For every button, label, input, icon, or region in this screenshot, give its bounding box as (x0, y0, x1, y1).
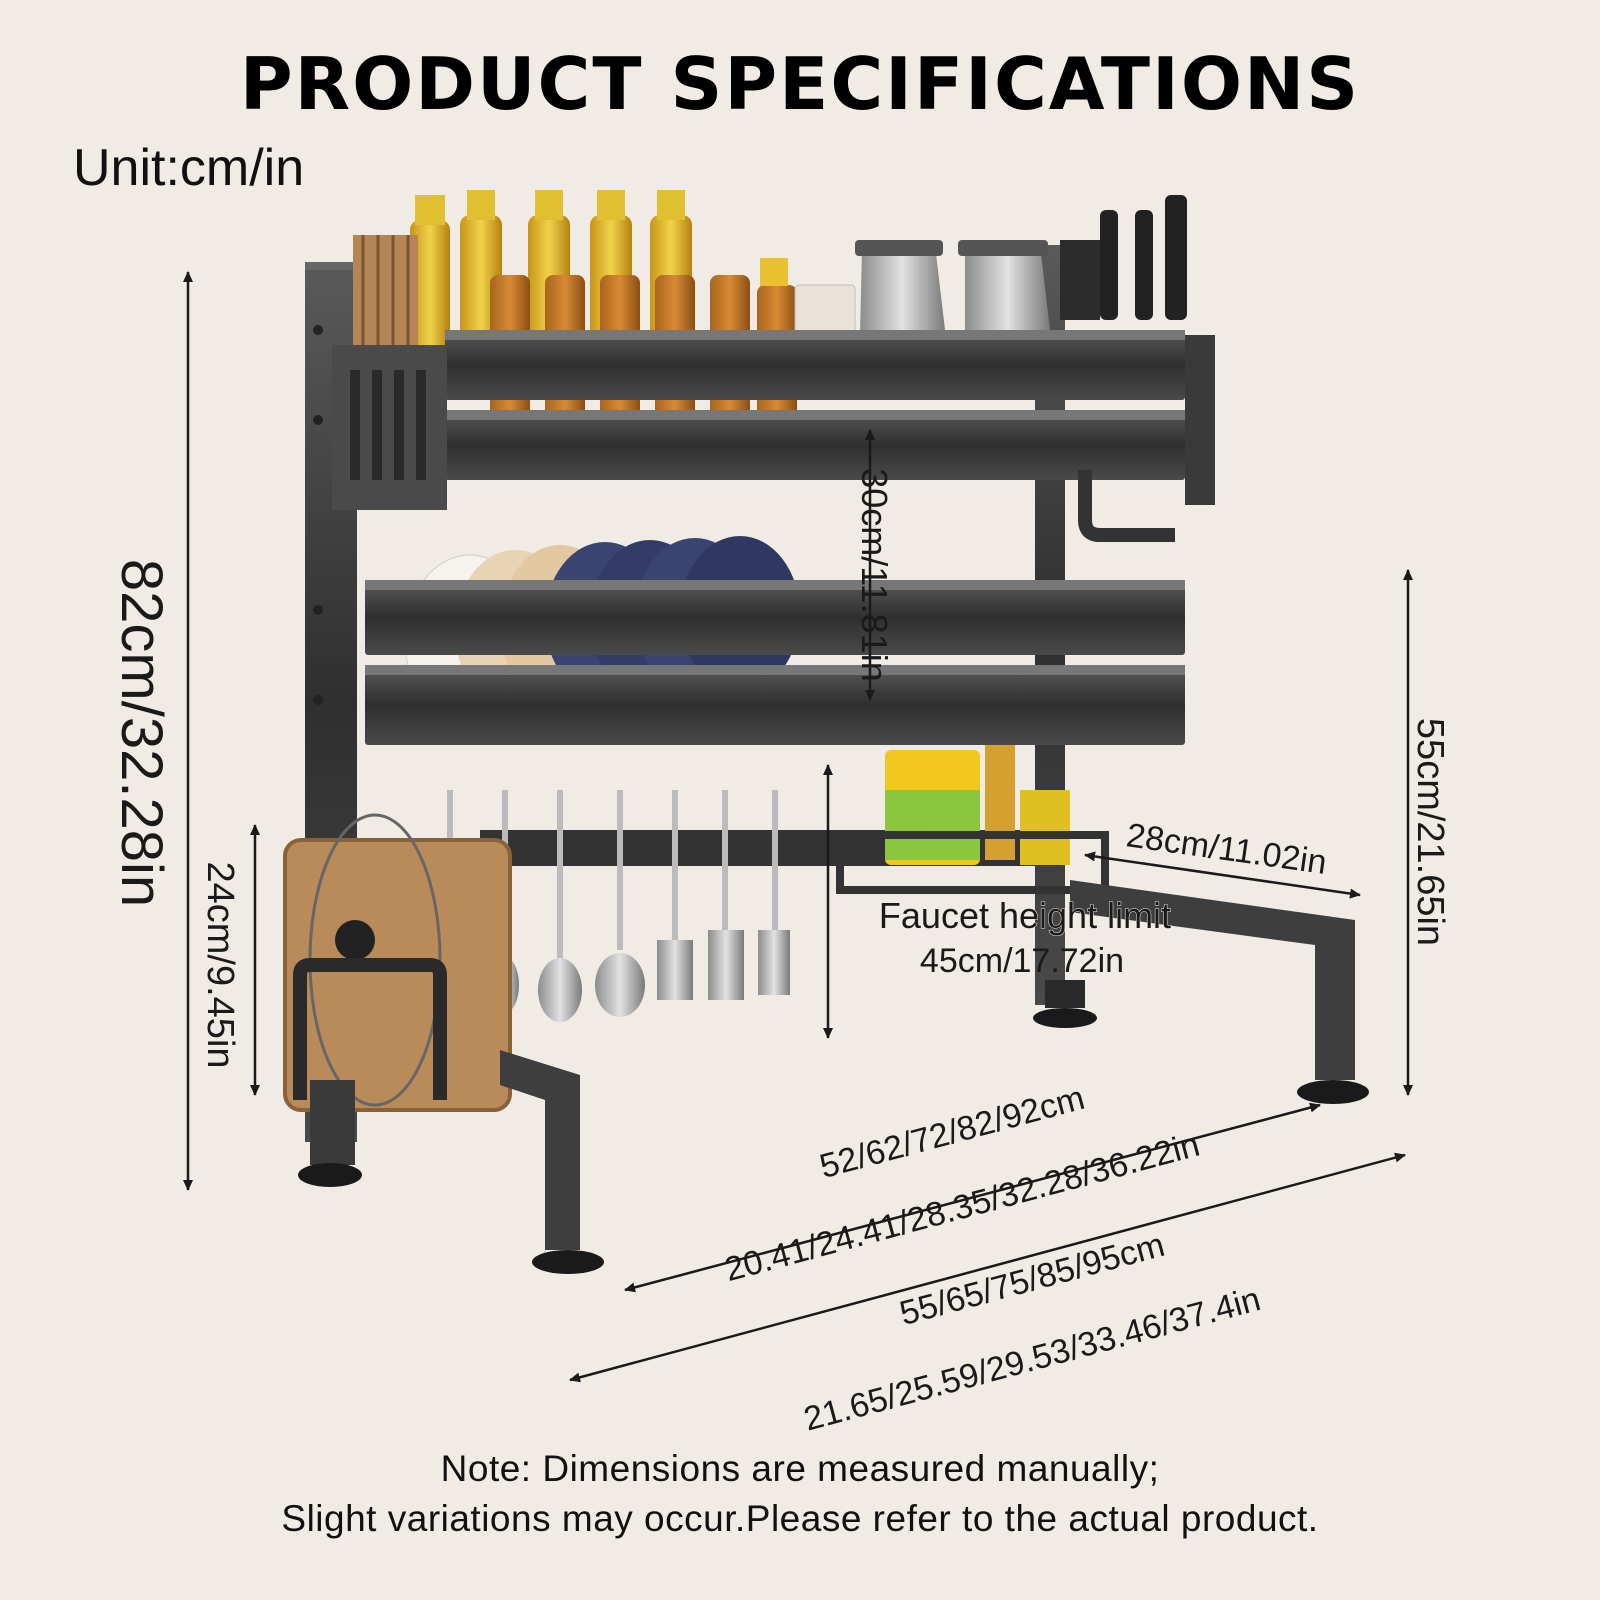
sponge-basket (836, 745, 1109, 894)
total-height-label: 82cm/32.28in (109, 559, 174, 907)
top-shelf (445, 330, 1215, 542)
page-title: PRODUCT SPECIFICATIONS (239, 42, 1361, 126)
middle-shelf (365, 580, 1185, 745)
unit-label: Unit:cm/in (73, 139, 305, 197)
note-line-1: Note: Dimensions are measured manually; (440, 1448, 1160, 1489)
depth-arrow (1084, 851, 1361, 899)
faucet-limit-label: Faucet height limit (879, 895, 1171, 936)
cutting-board (283, 813, 512, 1112)
rack-illustration (283, 190, 1369, 1274)
note-line-2: Slight variations may occur.Please refer… (281, 1498, 1319, 1539)
chopsticks (353, 235, 418, 355)
dimension-arrows (183, 271, 1413, 1383)
knives (1060, 195, 1187, 320)
shelf-gap-label: 30cm/11.81in (854, 468, 895, 681)
utensil-holder (332, 345, 447, 510)
outer-width-arrow (569, 1152, 1406, 1383)
outer-width-in-label: 21.65/25.59/29.53/33.46/37.4in (800, 1280, 1265, 1439)
leg-height-label: 55cm/21.65in (1409, 718, 1451, 946)
bottom-height-label: 24cm/9.45in (199, 861, 241, 1068)
rack-feet (298, 880, 1369, 1274)
depth-label: 28cm/11.02in (1124, 816, 1329, 882)
faucet-limit-value: 45cm/17.72in (920, 942, 1124, 980)
kettles (855, 240, 1050, 335)
